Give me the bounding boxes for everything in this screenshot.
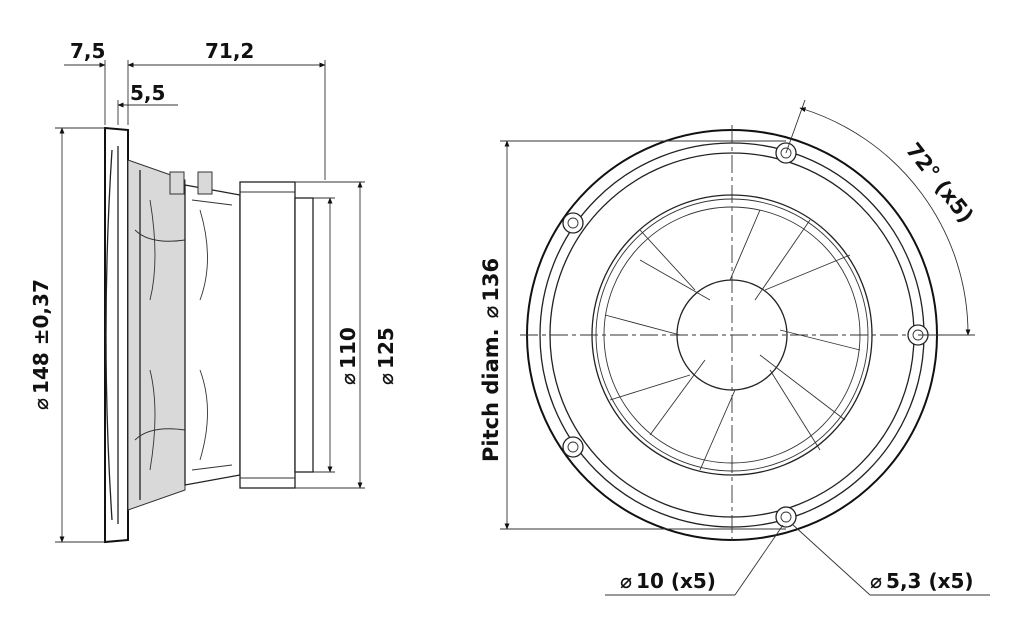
angle-label: 72° (x5)	[901, 138, 978, 227]
cone-surround	[105, 149, 113, 521]
pitch-diameter-label: Pitch diam.⌀136	[479, 258, 503, 462]
terminal	[197, 171, 213, 195]
front-flange	[104, 126, 129, 544]
basket	[127, 159, 186, 511]
hole-inner-label: ⌀5,3 (x5)	[870, 569, 974, 593]
spokes	[604, 209, 861, 471]
basket-rib	[149, 369, 156, 471]
motor-neck	[184, 184, 241, 486]
angle-arc	[799, 107, 971, 336]
basket-rib	[134, 428, 186, 441]
basket-rib	[149, 199, 156, 301]
svg-text:⌀125: ⌀125	[374, 327, 398, 385]
back-plate	[294, 197, 314, 473]
dim-110-label: ⌀110	[336, 327, 360, 385]
terminal	[169, 171, 185, 195]
svg-text:72° (x5): 72° (x5)	[901, 138, 978, 227]
bolt-holes	[562, 142, 929, 528]
hole-outer-label: ⌀10 (x5)	[620, 569, 716, 593]
front-view: Pitch diam.⌀136 72° (x5) ⌀10 (x5) ⌀5,3 (…	[479, 99, 990, 596]
dim-148-label: ⌀148 ±0,37	[29, 279, 53, 410]
dim-7-5: 7,5	[70, 39, 105, 63]
svg-text:⌀110: ⌀110	[336, 327, 360, 385]
bolt-hole	[775, 506, 797, 528]
dim-125-label: ⌀125	[374, 327, 398, 385]
magnet	[239, 181, 296, 489]
bolt-hole	[562, 436, 584, 458]
dim-71-2: 71,2	[205, 39, 254, 63]
svg-text:⌀148 ±0,37: ⌀148 ±0,37	[29, 279, 53, 410]
basket-rib	[134, 229, 186, 242]
side-view: 7,5 71,2 5,5 ⌀148 ±0,37 ⌀110 ⌀125	[29, 39, 398, 544]
bolt-hole	[562, 212, 584, 234]
svg-text:Pitch diam.⌀136: Pitch diam.⌀136	[479, 258, 503, 462]
dim-5-5: 5,5	[130, 81, 165, 105]
